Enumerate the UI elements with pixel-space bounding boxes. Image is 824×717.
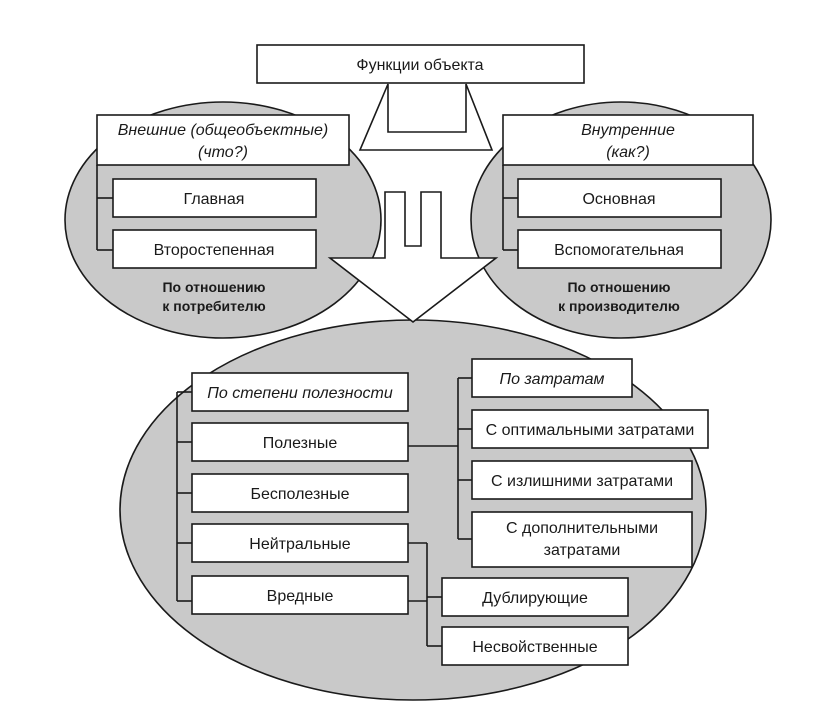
costs-group: По затратам С оптимальными затратами С и… [471,358,709,568]
internal-item-auxiliary [517,229,722,269]
kind-duplicating [441,577,629,617]
external-item-secondary [112,229,317,269]
external-item-main [112,178,317,218]
kind-duplicating-label: Дублирующие [482,590,588,607]
usefulness-item-harmful-label: Вредные [267,588,334,605]
kind-uncharacteristic-label: Несвойственные [472,639,597,656]
costs-item-additional-line2: затратами [544,542,621,559]
internal-item-basic-label: Основная [582,191,655,208]
external-item-main-label: Главная [184,191,245,208]
internal-header-line2: (как?) [606,144,650,161]
costs-item-optimal [471,409,709,449]
usefulness-item-harmful [191,575,409,615]
external-header-line2: (что?) [198,144,248,161]
usefulness-header [191,372,409,412]
internal-caption-line1: По отношению [567,279,670,295]
usefulness-header-label: По степени полезности [207,385,393,402]
internal-header [502,114,754,166]
external-group: Внешние (общеобъектные) (что?) Главная В… [96,114,350,314]
internal-item-basic [517,178,722,218]
top-box: Функции объекта [256,44,585,84]
external-header-line1: Внешние (общеобъектные) [118,122,329,139]
usefulness-item-useless [191,473,409,513]
top-title: Функции объекта [356,57,483,74]
usefulness-item-neutral [191,523,409,563]
usefulness-item-neutral-label: Нейтральные [249,536,351,553]
usefulness-item-useful [191,422,409,462]
external-caption-line2: к потребителю [162,298,265,314]
usefulness-group: По степени полезности Полезные Бесполезн… [191,372,409,615]
internal-item-auxiliary-label: Вспомогательная [554,242,684,259]
internal-group: Внутренние (как?) Основная Вспомогательн… [502,114,754,314]
bottom-connectors [176,377,472,647]
costs-item-excess-label: С излишними затратами [491,473,673,490]
costs-item-excess [471,460,693,500]
costs-item-additional [471,511,693,568]
harmful-kinds-group: Дублирующие Несвойственные [441,577,629,666]
internal-header-line1: Внутренние [581,122,675,139]
costs-header [471,358,633,398]
external-header [96,114,350,166]
costs-item-additional-line1: С дополнительными [506,520,658,537]
costs-header-label: По затратам [499,371,604,388]
costs-item-optimal-label: С оптимальными затратами [486,422,695,439]
external-item-secondary-label: Второстепенная [154,242,275,259]
split-arrow [358,83,494,151]
internal-caption-line2: к производителю [558,298,680,314]
external-caption-line1: По отношению [162,279,265,295]
down-arrow [327,191,499,324]
kind-uncharacteristic [441,626,629,666]
usefulness-item-useless-label: Бесполезные [250,486,349,503]
usefulness-item-useful-label: Полезные [263,435,338,452]
